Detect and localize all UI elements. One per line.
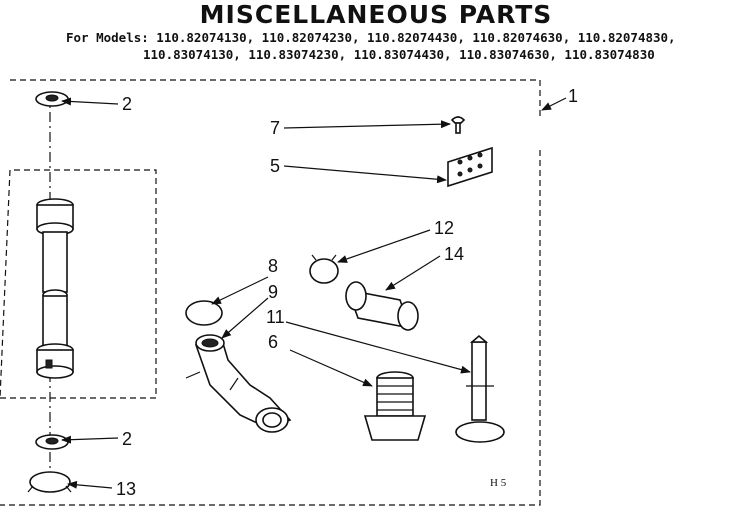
leader-lines [61, 97, 567, 489]
elbow-hose-9 [185, 334, 292, 433]
callout-5: 5 [270, 156, 280, 176]
callout-8: 8 [268, 256, 278, 276]
callout-2-top: 2 [122, 94, 132, 114]
models-line-2: 110.83074130, 110.83074230, 110.83074430… [143, 47, 655, 62]
hose-clamp-8 [185, 300, 223, 326]
callout-7: 7 [270, 118, 280, 138]
callout-11: 11 [266, 307, 285, 327]
washer-top [35, 91, 69, 107]
callout-labels: 1 2 2 5 6 7 8 9 11 12 13 14 H 5 [116, 86, 578, 499]
threaded-fitting-6 [363, 371, 427, 441]
screw-7 [450, 116, 466, 134]
leveling-leg-11 [455, 334, 505, 443]
page-title: MISCELLANEOUS PARTS [199, 0, 553, 29]
callout-9: 9 [268, 282, 278, 302]
drain-tube-assembly [36, 198, 74, 379]
callout-2-bottom: 2 [122, 429, 132, 449]
callout-12: 12 [434, 218, 454, 238]
assembly-boundary [0, 79, 541, 506]
callout-1: 1 [568, 86, 578, 106]
models-line-1: For Models: 110.82074130, 110.82074230, … [66, 30, 676, 45]
hose-connector-14 [345, 281, 419, 331]
callout-14: 14 [444, 244, 464, 264]
hose-clamp-13 [27, 471, 72, 493]
clamp-ring-12 [309, 254, 339, 284]
washer-bottom [35, 434, 69, 450]
callout-6: 6 [268, 332, 278, 352]
callout-13: 13 [116, 479, 136, 499]
bracket-plate-5 [447, 146, 493, 188]
drawing-code: H 5 [490, 477, 507, 489]
